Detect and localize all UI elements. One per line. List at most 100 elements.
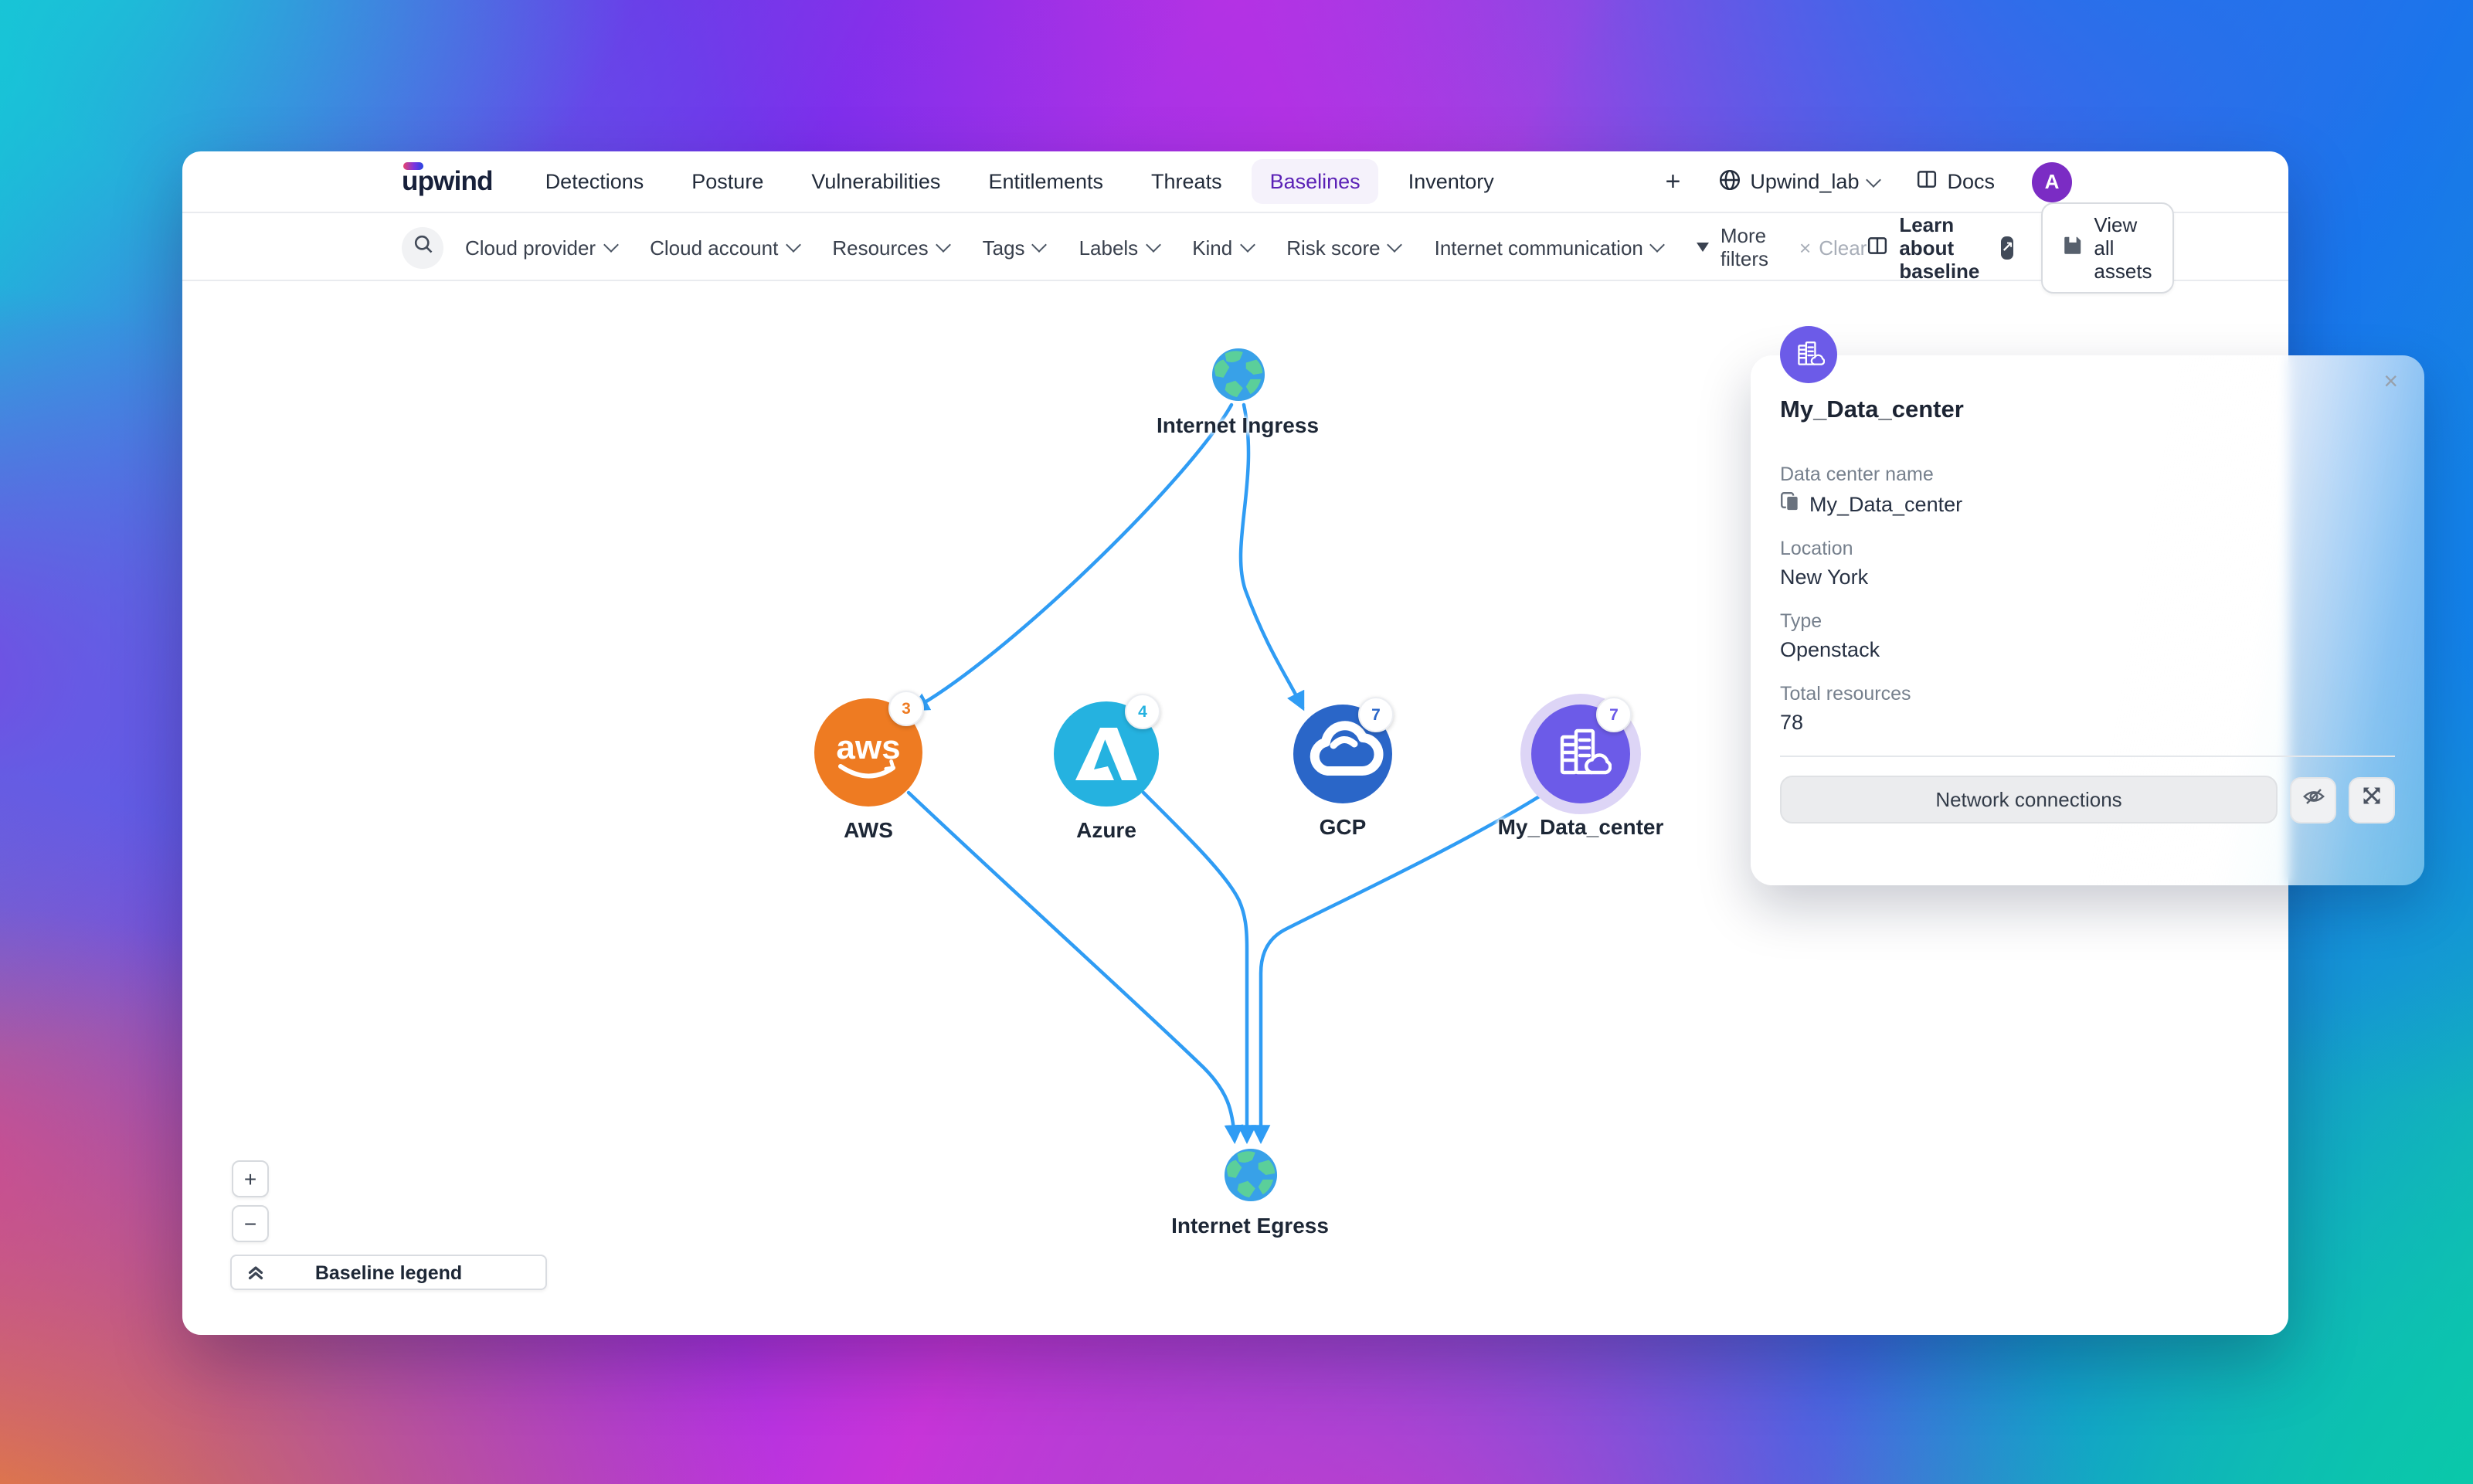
field-value-text: Openstack	[1780, 638, 1880, 661]
filter-internet-communication[interactable]: Internet communication	[1434, 236, 1666, 259]
divider	[1780, 756, 2395, 757]
svg-text:aws: aws	[836, 728, 900, 766]
datacenter-icon	[1560, 728, 1612, 775]
clear-x-icon: ×	[1799, 236, 1812, 259]
filter-label: Internet communication	[1434, 236, 1643, 259]
graph-node-internet-egress[interactable]	[1223, 1147, 1277, 1201]
funnel-icon	[1697, 243, 1710, 252]
view-all-assets-button[interactable]: View all assets	[2041, 202, 2174, 293]
filter-resources[interactable]: Resources	[832, 236, 951, 259]
chevron-down-icon	[1866, 171, 1882, 187]
tab-threats[interactable]: Threats	[1151, 170, 1222, 193]
filter-label: Kind	[1192, 236, 1233, 259]
globe-node-circle	[1223, 1147, 1277, 1201]
filter-labels[interactable]: Labels	[1079, 236, 1161, 259]
external-link-icon: ↗	[2001, 236, 2014, 259]
globe-node-circle	[1211, 347, 1265, 401]
resource-count-badge: 7	[1358, 697, 1394, 732]
zoom-out-button[interactable]: −	[232, 1205, 269, 1242]
chevron-down-icon	[935, 237, 951, 253]
filter-tags[interactable]: Tags	[982, 236, 1048, 259]
globe-icon	[1223, 1147, 1277, 1201]
filter-label: Tags	[982, 236, 1025, 259]
account-label: Upwind_lab	[1750, 170, 1860, 193]
aws-logo-icon: aws	[836, 728, 901, 779]
filter-cloud-provider[interactable]: Cloud provider	[465, 236, 618, 259]
field-label: Type	[1780, 610, 1822, 632]
globe-icon	[1211, 347, 1265, 401]
chevron-down-icon	[785, 237, 801, 253]
field-value-text: 78	[1780, 711, 1804, 734]
filter-label: Resources	[832, 236, 929, 259]
expand-node-button[interactable]	[2349, 776, 2395, 823]
filter-dropdowns: Cloud provider Cloud account Resources Tags…	[465, 236, 1666, 259]
graph-node-gcp[interactable]: 7	[1293, 697, 1394, 803]
tab-entitlements[interactable]: Entitlements	[988, 170, 1104, 193]
filter-label: Risk score	[1286, 236, 1381, 259]
tab-vulnerabilities[interactable]: Vulnerabilities	[811, 170, 941, 193]
filter-bar: Cloud provider Cloud account Resources Tags…	[182, 202, 2288, 293]
avatar[interactable]: A	[2032, 161, 2072, 202]
graph-node-aws[interactable]: aws 3	[814, 691, 924, 807]
filter-label: Labels	[1079, 236, 1139, 259]
upwind-logo[interactable]: upwind	[402, 162, 493, 196]
zoom-in-button[interactable]: +	[232, 1160, 269, 1197]
add-button[interactable]: +	[1665, 167, 1681, 196]
filter-cloud-account[interactable]: Cloud account	[650, 236, 801, 259]
filter-label: Cloud account	[650, 236, 779, 259]
filter-label: Cloud provider	[465, 236, 596, 259]
network-connections-button[interactable]: Network connections	[1780, 776, 2278, 824]
clear-filters-button[interactable]: × Clear	[1799, 236, 1867, 259]
tab-posture[interactable]: Posture	[691, 170, 764, 193]
field-value: 78	[1780, 711, 2395, 734]
eye-off-icon	[2301, 784, 2325, 815]
filter-bar-right: Learn about baseline ↗ View all assets	[1867, 202, 2174, 293]
field-label: Total resources	[1780, 683, 1911, 705]
search-icon	[412, 233, 433, 262]
search-button[interactable]	[402, 226, 443, 268]
field-value: New York	[1780, 565, 2395, 589]
field-value: Openstack	[1780, 638, 2395, 661]
learn-label: Learn about baseline	[1899, 212, 1980, 282]
azure-node-circle	[1054, 701, 1159, 807]
graph-node-internet-ingress[interactable]	[1211, 347, 1265, 401]
globe-icon	[1717, 168, 1741, 195]
book-icon	[1916, 168, 1938, 195]
copy-icon[interactable]	[1780, 491, 1800, 516]
tab-inventory[interactable]: Inventory	[1408, 170, 1494, 193]
docs-link[interactable]: Docs	[1916, 168, 1995, 195]
resource-count-badge: 3	[888, 691, 924, 726]
assets-icon	[2063, 235, 2083, 260]
more-filters-label: More filters	[1720, 224, 1768, 270]
gcp-cloud-icon	[1310, 721, 1384, 776]
chevron-down-icon	[1239, 237, 1255, 253]
baseline-legend-toggle[interactable]: Baseline legend	[230, 1255, 547, 1290]
tab-detections[interactable]: Detections	[545, 170, 644, 193]
filter-kind[interactable]: Kind	[1192, 236, 1255, 259]
hide-node-button[interactable]	[2290, 776, 2336, 823]
panel-title: My_Data_center	[1780, 397, 1964, 423]
chevron-down-icon	[1649, 237, 1666, 253]
learn-about-baseline-link[interactable]: Learn about baseline ↗	[1867, 212, 2014, 282]
panel-field-total-resources: Total resources 78	[1780, 683, 2395, 734]
graph-node-azure[interactable]: 4	[1054, 694, 1160, 807]
tab-baselines[interactable]: Baselines	[1251, 159, 1379, 204]
docs-label: Docs	[1947, 170, 1995, 193]
top-nav: upwind Detections Posture Vulnerabilities E…	[182, 151, 2288, 213]
account-menu[interactable]: Upwind_lab	[1717, 168, 1882, 195]
nav-right: + Upwind_lab Docs A	[1665, 161, 2072, 202]
more-filters-button[interactable]: More filters	[1697, 224, 1768, 270]
graph-node-my-data-center[interactable]: 7	[1531, 697, 1632, 803]
resource-count-badge: 4	[1125, 694, 1160, 729]
filter-risk-score[interactable]: Risk score	[1286, 236, 1403, 259]
close-icon[interactable]: ×	[2383, 369, 2398, 396]
datacenter-icon	[1780, 326, 1837, 383]
azure-logo-icon	[1075, 728, 1137, 780]
resource-count-badge: 7	[1596, 697, 1632, 732]
double-chevron-up-icon	[246, 1262, 266, 1282]
